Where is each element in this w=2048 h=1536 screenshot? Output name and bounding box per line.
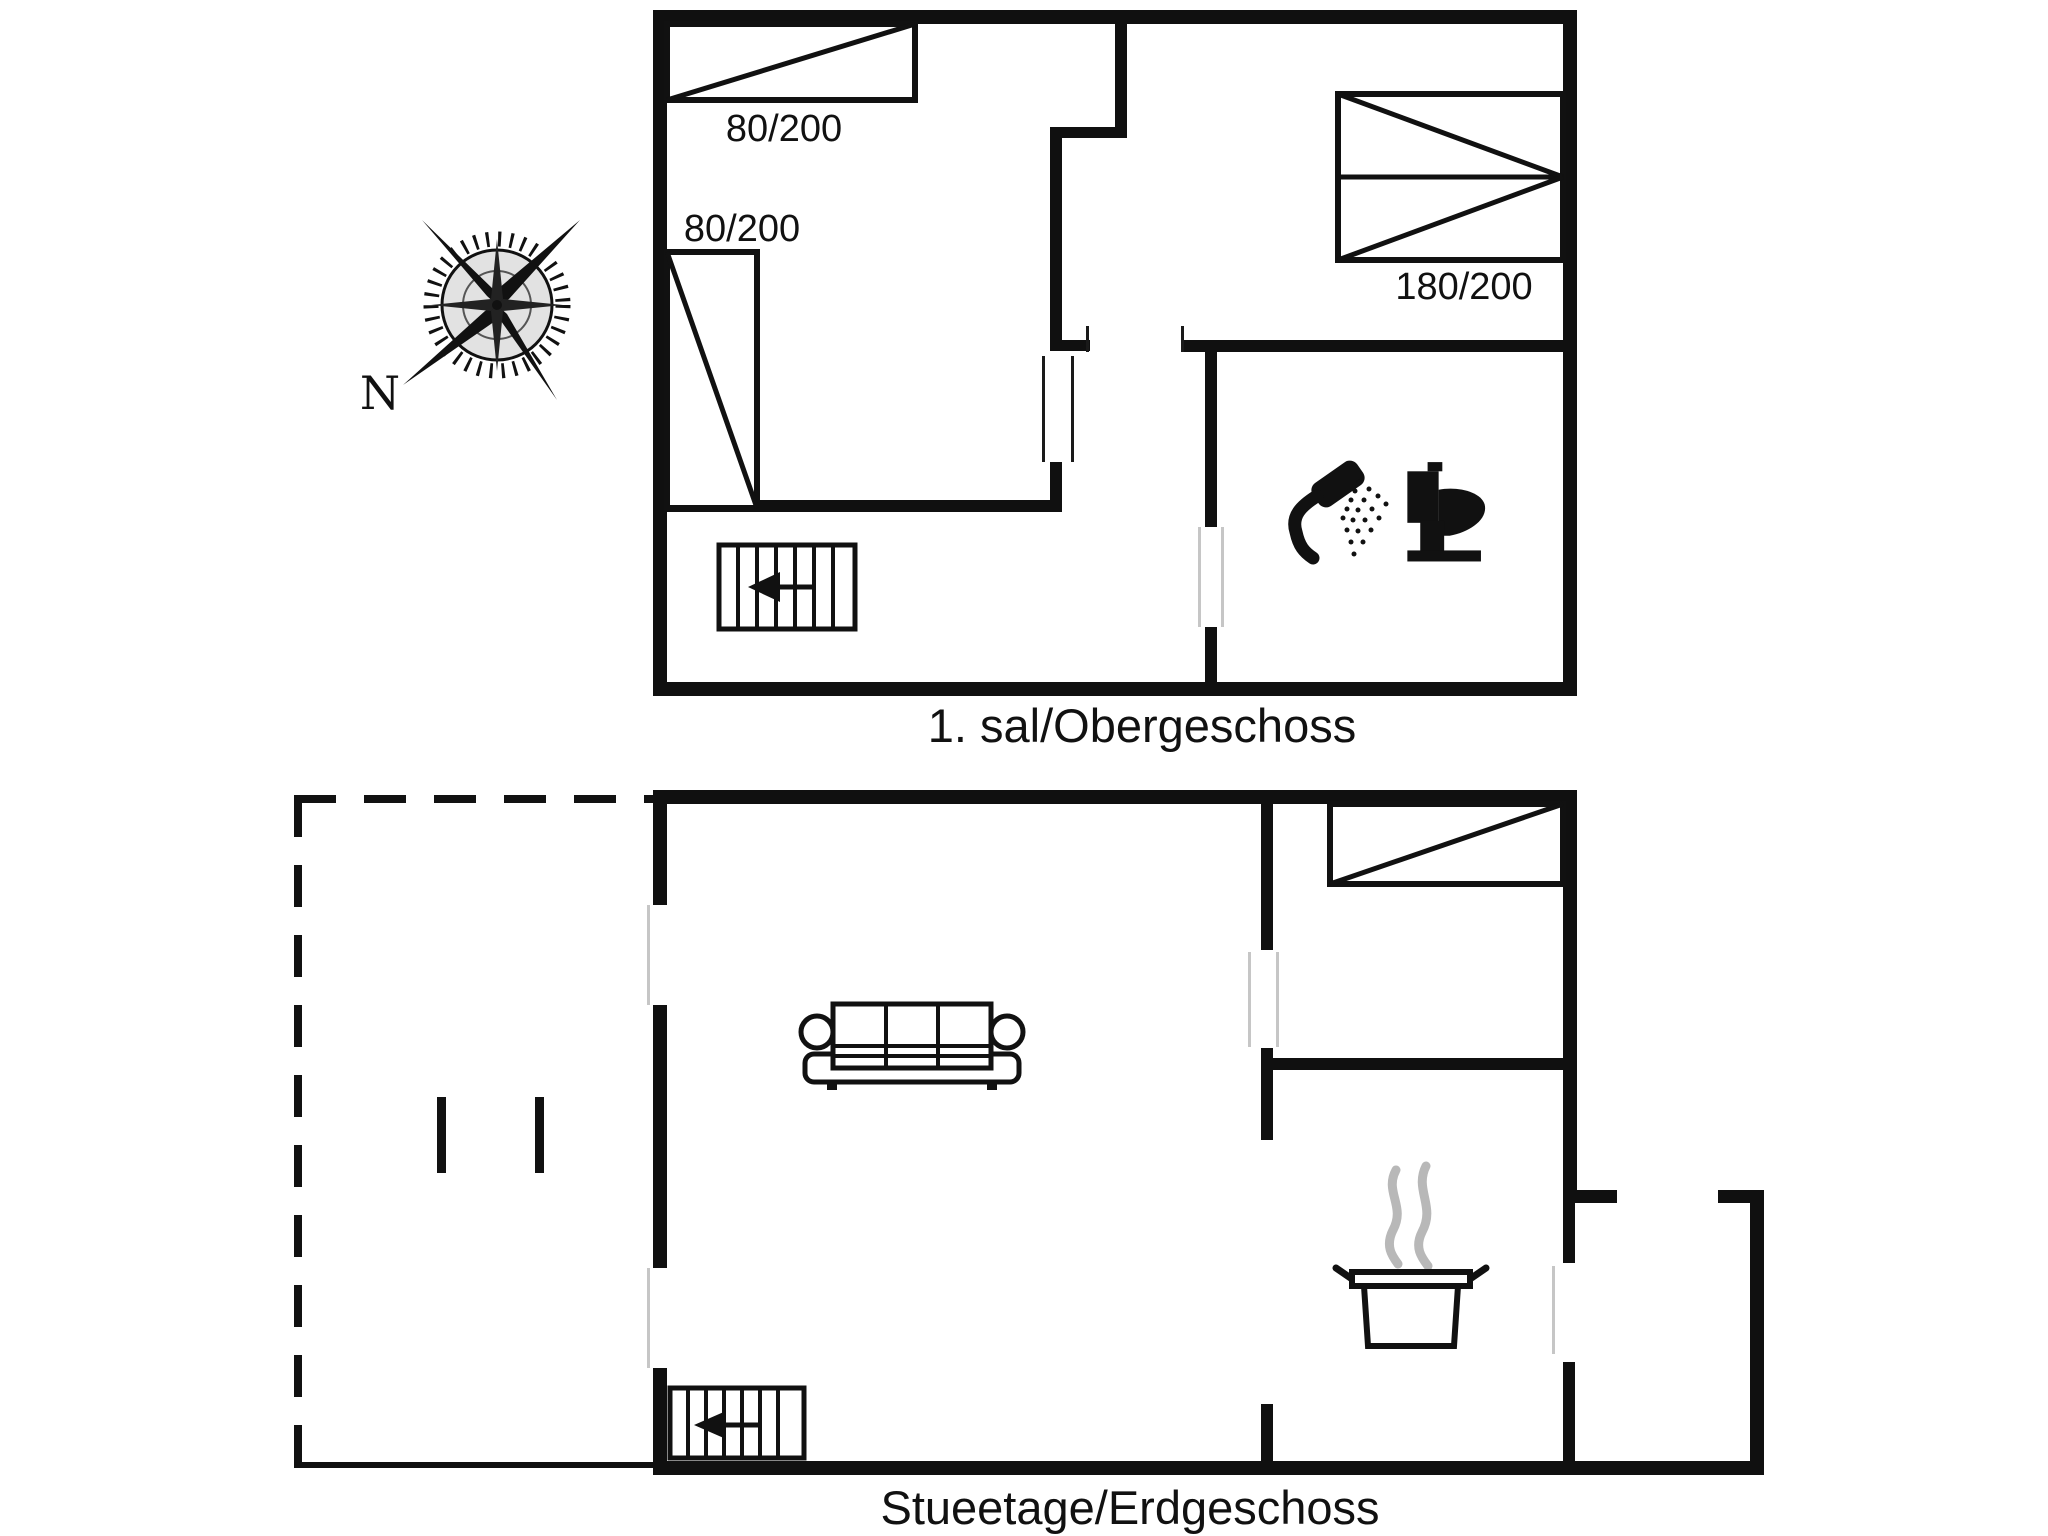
wall-segment xyxy=(1261,804,1273,950)
steam-icon xyxy=(1414,1161,1433,1271)
wall-segment xyxy=(1563,790,1577,1203)
wall-segment xyxy=(1261,1048,1273,1140)
wall-segment xyxy=(1261,1404,1273,1475)
wall-segment xyxy=(1050,127,1127,138)
shower-icon xyxy=(1288,460,1389,565)
door-jamb xyxy=(1181,326,1184,352)
wall-segment xyxy=(1261,1058,1577,1070)
wall-segment xyxy=(1115,24,1127,133)
wall-segment xyxy=(1205,352,1217,527)
toilet-icon xyxy=(1407,462,1486,562)
lower-floor-caption: Stueetage/Erdgeschoss xyxy=(880,1481,1380,1534)
wall-segment xyxy=(653,10,1577,24)
door-opening xyxy=(1248,952,1251,1047)
terrace-dashed-outline xyxy=(294,795,653,803)
compass-north-label: N xyxy=(359,366,401,420)
window-opening xyxy=(647,905,650,1005)
terrace-edge xyxy=(294,1462,667,1468)
door-opening xyxy=(1276,952,1279,1047)
bed-size-label: 80/200 xyxy=(725,108,843,150)
door-jamb xyxy=(1086,326,1089,352)
wall-segment xyxy=(653,790,1577,804)
wall-segment xyxy=(653,10,667,696)
door-opening xyxy=(1198,527,1201,627)
terrace-dashed-outline xyxy=(294,795,302,1468)
door-opening xyxy=(1071,356,1074,462)
stairs-icon xyxy=(667,1385,807,1461)
compass-rose-icon xyxy=(403,220,580,400)
sofa-icon xyxy=(798,1001,1026,1090)
cooking-pot-icon xyxy=(1332,1161,1490,1349)
wall-segment xyxy=(1563,1190,1617,1203)
wall-segment xyxy=(1050,133,1062,351)
door-opening xyxy=(1552,1266,1555,1354)
window-opening xyxy=(647,1268,650,1368)
bed-size-label: 80/200 xyxy=(683,208,801,250)
wall-segment xyxy=(653,682,1577,696)
wall-segment xyxy=(1182,340,1577,352)
door-opening xyxy=(1221,527,1224,627)
single-bed-icon xyxy=(664,21,918,103)
wall-segment xyxy=(653,790,667,905)
bed-icon xyxy=(1327,801,1566,887)
wall-segment xyxy=(1205,627,1217,696)
wall-segment xyxy=(653,1368,667,1475)
wall-segment xyxy=(653,1005,667,1268)
wall-segment xyxy=(1563,1200,1575,1263)
wall-segment xyxy=(1050,340,1090,351)
bed-size-label: 180/200 xyxy=(1395,266,1533,308)
wall-segment xyxy=(1563,1362,1575,1461)
stairs-icon xyxy=(716,542,858,632)
wall-segment xyxy=(1563,10,1577,696)
wall-segment xyxy=(1050,462,1062,512)
door-opening xyxy=(1042,356,1045,462)
wall-segment xyxy=(1750,1190,1764,1475)
terrace-post xyxy=(437,1097,446,1173)
double-bed-icon xyxy=(1335,91,1566,263)
wall-segment xyxy=(653,1461,1764,1475)
upper-floor-caption: 1. sal/Obergeschoss xyxy=(927,699,1357,752)
terrace-post xyxy=(535,1097,544,1173)
steam-icon xyxy=(1384,1165,1403,1269)
single-bed-icon xyxy=(664,249,760,511)
